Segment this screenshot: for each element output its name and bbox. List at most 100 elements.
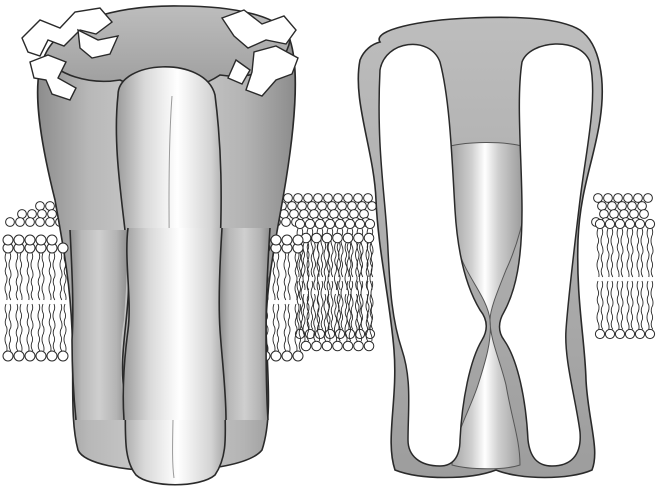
- lipid-tail: [42, 304, 44, 351]
- lipid-tail: [621, 229, 623, 277]
- lipid-tail: [611, 281, 613, 329]
- lipid-head: [594, 194, 603, 203]
- lipid-tail: [627, 281, 629, 329]
- lipid-tail: [42, 253, 44, 300]
- lipid-tail: [627, 229, 629, 277]
- lipid-head: [312, 341, 322, 351]
- lipid-head: [614, 194, 623, 203]
- lipid-head: [271, 351, 281, 361]
- lipid-tail: [31, 304, 33, 351]
- lipid-head: [6, 218, 15, 227]
- lipid-head: [343, 233, 353, 243]
- lipid-head: [305, 329, 314, 338]
- lipid-tail: [301, 281, 303, 329]
- lipid-tail: [641, 281, 643, 329]
- lipid-tail: [16, 253, 18, 300]
- lipid-tail: [53, 304, 55, 351]
- lipid-head: [314, 194, 323, 203]
- lipid-tail: [351, 281, 353, 329]
- lipid-head: [295, 219, 304, 228]
- lipid-head: [315, 219, 324, 228]
- lipid-tail: [273, 304, 275, 351]
- lipid-head: [38, 210, 47, 219]
- lipid-head: [635, 329, 644, 338]
- lipid-tail: [288, 304, 290, 351]
- lipid-head: [330, 210, 339, 219]
- lipid-tail: [9, 304, 11, 351]
- lipid-tail: [31, 253, 33, 300]
- lipid-tail: [321, 281, 323, 329]
- lipid-tail: [597, 281, 599, 329]
- lipid-head: [604, 194, 613, 203]
- lipid-head: [618, 202, 627, 211]
- lipid-head: [293, 351, 303, 361]
- lipid-tail: [53, 253, 55, 300]
- lipid-head: [26, 218, 35, 227]
- lipid-head: [635, 219, 644, 228]
- left-channel-protein-front: [70, 228, 270, 420]
- lipid-tail: [601, 281, 603, 329]
- lipid-head: [36, 351, 46, 361]
- lipid-head: [610, 210, 619, 219]
- lipid-tail: [617, 281, 619, 329]
- lipid-tail: [328, 243, 330, 290]
- lipid-head: [58, 351, 68, 361]
- lipid-tail: [651, 281, 653, 329]
- lipid-head: [14, 235, 24, 245]
- lipid-head: [14, 351, 24, 361]
- right-channel-protein-section: [358, 17, 602, 477]
- lipid-head: [300, 210, 309, 219]
- lipid-head: [48, 210, 57, 219]
- lipid-tail: [331, 281, 333, 329]
- lipid-tail: [314, 243, 316, 290]
- lipid-head: [318, 202, 327, 211]
- lipid-head: [282, 351, 292, 361]
- lipid-head: [638, 202, 647, 211]
- lipid-tail: [607, 229, 609, 277]
- lipid-head: [600, 210, 609, 219]
- left-shell-right-front-slice: [219, 228, 270, 420]
- lipid-tail: [311, 281, 313, 329]
- lipid-head: [645, 329, 654, 338]
- lipid-head: [333, 341, 343, 351]
- lipid-tail: [5, 304, 7, 351]
- lipid-head: [335, 219, 344, 228]
- lipid-head: [608, 202, 617, 211]
- lipid-tail: [637, 281, 639, 329]
- lipid-tail: [617, 229, 619, 277]
- lipid-head: [350, 210, 359, 219]
- lipid-head: [360, 210, 369, 219]
- lipid-tail: [341, 281, 343, 329]
- lipid-head: [620, 210, 629, 219]
- lipid-head: [282, 218, 291, 227]
- lipid-head: [624, 194, 633, 203]
- lipid-tail: [60, 304, 62, 351]
- lipid-tail: [49, 253, 51, 300]
- lipid-head: [25, 235, 35, 245]
- lipid-head: [344, 194, 353, 203]
- lipid-head: [28, 210, 37, 219]
- lipid-tail: [273, 253, 275, 300]
- lipid-head: [16, 218, 25, 227]
- lipid-tail: [651, 229, 653, 277]
- lipid-head: [312, 233, 322, 243]
- lipid-head: [334, 194, 343, 203]
- lipid-head: [288, 202, 297, 211]
- lipid-tail: [631, 281, 633, 329]
- lipid-tail: [64, 304, 66, 351]
- lipid-head: [47, 235, 57, 245]
- lipid-tail: [49, 304, 51, 351]
- lipid-head: [333, 233, 343, 243]
- lipid-head: [605, 329, 614, 338]
- lipid-head: [640, 210, 649, 219]
- lipid-head: [338, 202, 347, 211]
- lipid-head: [18, 210, 27, 219]
- lipid-tail: [327, 281, 329, 329]
- lipid-tail: [16, 304, 18, 351]
- lipid-head: [364, 233, 374, 243]
- lipid-head: [3, 351, 13, 361]
- lipid-head: [348, 202, 357, 211]
- lipid-tail: [637, 229, 639, 277]
- lipid-head: [322, 341, 332, 351]
- lipid-head: [634, 194, 643, 203]
